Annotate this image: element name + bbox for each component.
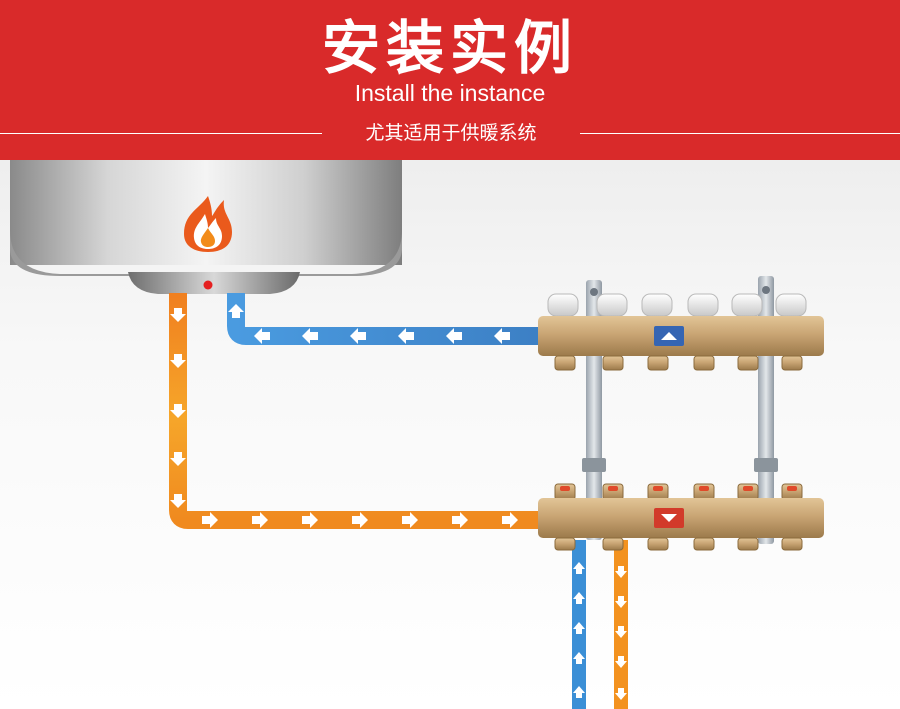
cold-return-pipe	[227, 293, 545, 345]
divider-line	[0, 133, 322, 134]
flow-arrow-icon	[202, 512, 518, 528]
return-manifold	[538, 293, 824, 371]
page-title: 安装实例	[321, 14, 578, 82]
flow-arrow-icon	[228, 304, 244, 318]
subtitle-row: 尤其适用于供暖系统	[0, 118, 900, 148]
indicator-light-icon	[203, 280, 213, 290]
flow-arrow-icon	[254, 328, 510, 344]
divider-line	[580, 133, 900, 134]
page-title-english: Install the instance	[354, 80, 546, 106]
page-subtitle: 尤其适用于供暖系统	[365, 122, 537, 144]
supply-manifold	[538, 483, 824, 551]
flow-arrow-icon	[573, 562, 627, 700]
flame-icon	[184, 196, 232, 252]
flow-arrow-icon	[170, 308, 186, 508]
